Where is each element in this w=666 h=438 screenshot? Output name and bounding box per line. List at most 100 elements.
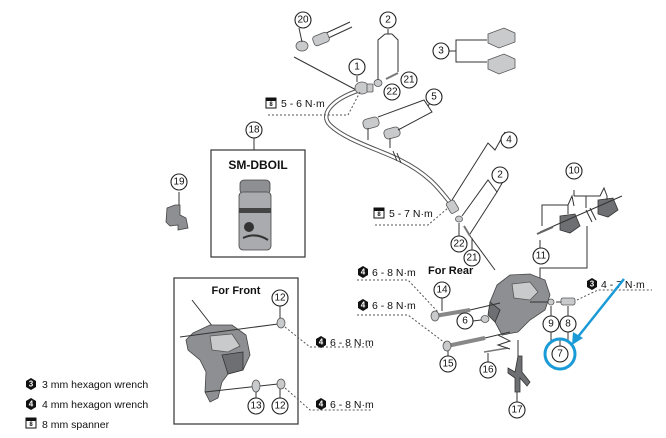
- torque-spec-rear-2: 4 6 - 8 N·m: [358, 299, 416, 312]
- part-5-hose-clamps: [362, 99, 433, 148]
- callout-14: 14: [433, 281, 451, 299]
- callout-8: 8: [559, 315, 577, 333]
- spanner-icon: 8: [25, 417, 37, 429]
- callout-1: 1: [348, 58, 366, 76]
- svg-text:2: 2: [497, 170, 503, 181]
- svg-text:8: 8: [269, 102, 273, 108]
- hex-wrench-icon: 4: [316, 398, 326, 410]
- part-12-bolt-bottom: [276, 378, 286, 390]
- callout-15: 15: [439, 355, 457, 373]
- hex-wrench-icon: 4: [26, 398, 36, 410]
- svg-text:3: 3: [590, 280, 595, 289]
- svg-text:2: 2: [385, 15, 391, 26]
- callout-17: 17: [508, 401, 526, 419]
- svg-text:4: 4: [506, 135, 512, 146]
- callout-20: 20: [294, 11, 312, 29]
- part-14-mounting-bolt: [430, 302, 501, 322]
- part-17-pad-spring: [507, 340, 531, 402]
- callout-12-top: 12: [271, 289, 289, 307]
- svg-text:8: 8: [29, 422, 33, 428]
- svg-text:22: 22: [386, 87, 398, 98]
- svg-text:9: 9: [548, 319, 554, 330]
- svg-text:10: 10: [568, 166, 580, 177]
- svg-text:16: 16: [482, 365, 494, 376]
- svg-text:4: 4: [319, 400, 324, 409]
- callout-22-bottom: 22: [450, 235, 468, 253]
- front-title: For Front: [212, 285, 261, 297]
- svg-text:8: 8: [377, 212, 381, 218]
- callout-6: 6: [456, 312, 474, 330]
- highlight-circle: [543, 337, 577, 371]
- legend-item-hex3: 3 3 mm hexagon wrench: [26, 378, 148, 391]
- part-11-pad-pin: [536, 226, 554, 235]
- part-22-olive-bottom: [455, 215, 463, 223]
- svg-text:5: 5: [431, 92, 437, 103]
- callout-13: 13: [247, 397, 265, 415]
- svg-text:11: 11: [536, 251, 547, 262]
- svg-text:18: 18: [248, 125, 260, 136]
- brake-hose: [324, 87, 454, 207]
- svg-text:7: 7: [557, 349, 563, 360]
- callout-21-top: 21: [400, 71, 418, 89]
- svg-text:6 - 8 N·m: 6 - 8 N·m: [372, 267, 416, 279]
- svg-text:4: 4: [361, 301, 366, 310]
- callout-7: 7: [551, 345, 569, 363]
- callout-16: 16: [479, 361, 497, 379]
- svg-text:3 mm hexagon wrench: 3 mm hexagon wrench: [42, 379, 148, 391]
- svg-text:12: 12: [274, 293, 286, 304]
- svg-text:4 mm hexagon wrench: 4 mm hexagon wrench: [42, 399, 148, 411]
- hex-wrench-icon: 4: [358, 266, 368, 278]
- part-13-adapter: [251, 379, 261, 393]
- callout-19: 19: [170, 173, 188, 191]
- callout-22-top: 22: [383, 83, 401, 101]
- torque-spec-front-2: 4 6 - 8 N·m: [316, 398, 374, 411]
- part-16-pin: [483, 334, 512, 362]
- rear-caliper: [487, 273, 551, 336]
- svg-text:6 - 8 N·m: 6 - 8 N·m: [330, 399, 374, 411]
- hex-wrench-icon: 3: [587, 278, 597, 290]
- svg-text:19: 19: [173, 177, 185, 188]
- svg-text:6 - 8 N·m: 6 - 8 N·m: [330, 337, 374, 349]
- torque-spec-hose-mid: 8 5 - 7 N·m: [373, 207, 433, 220]
- hex-wrench-icon: 3: [26, 378, 36, 390]
- svg-text:13: 13: [250, 401, 262, 412]
- torque-spec-bleed: 3 4 - 7 N·m: [587, 278, 645, 291]
- torque-spec-hose-top: 8 5 - 6 N·m: [265, 97, 325, 110]
- part-6-nut: [472, 315, 490, 323]
- svg-text:12: 12: [274, 401, 286, 412]
- front-caliper: [185, 324, 251, 403]
- legend-item-hex4: 4 4 mm hexagon wrench: [26, 398, 148, 411]
- part-15-mounting-bolt: [442, 331, 511, 352]
- front-caliper-box: [173, 277, 299, 425]
- svg-text:4: 4: [319, 338, 324, 347]
- svg-text:4: 4: [361, 268, 366, 277]
- part-19-bleed-block: [165, 204, 189, 231]
- hex-wrench-icon: 4: [358, 299, 368, 311]
- spanner-icon: 8: [265, 97, 277, 109]
- rear-title: For Rear: [428, 265, 474, 277]
- svg-text:4 - 7 N·m: 4 - 7 N·m: [601, 279, 645, 291]
- svg-text:22: 22: [453, 239, 465, 250]
- highlight-arrow: [572, 278, 625, 345]
- part-8-bleed-screw: [560, 297, 576, 306]
- oil-product-name: SM-DBOIL: [228, 158, 287, 172]
- legend-item-spanner8: 8 8 mm spanner: [25, 417, 110, 431]
- callout-2: 2: [379, 11, 397, 29]
- callout-3: 3: [432, 42, 450, 60]
- part-3-pad-spacers: [449, 27, 516, 75]
- svg-text:5 - 7 N·m: 5 - 7 N·m: [389, 208, 433, 220]
- callout-2-lower: 2: [491, 166, 509, 184]
- callout-5: 5: [425, 88, 443, 106]
- svg-text:21: 21: [466, 253, 478, 264]
- svg-text:3: 3: [438, 46, 444, 57]
- svg-text:21: 21: [403, 75, 415, 86]
- callout-18: 18: [245, 121, 263, 139]
- torque-spec-rear-1: 4 6 - 8 N·m: [358, 266, 416, 279]
- part-10-brake-pads: [539, 186, 623, 234]
- part-21-insert-top: [385, 72, 399, 80]
- svg-text:6 - 8 N·m: 6 - 8 N·m: [372, 300, 416, 312]
- part-4-connecting-bolt: [445, 199, 459, 214]
- svg-text:20: 20: [297, 15, 309, 26]
- svg-text:6: 6: [462, 316, 468, 327]
